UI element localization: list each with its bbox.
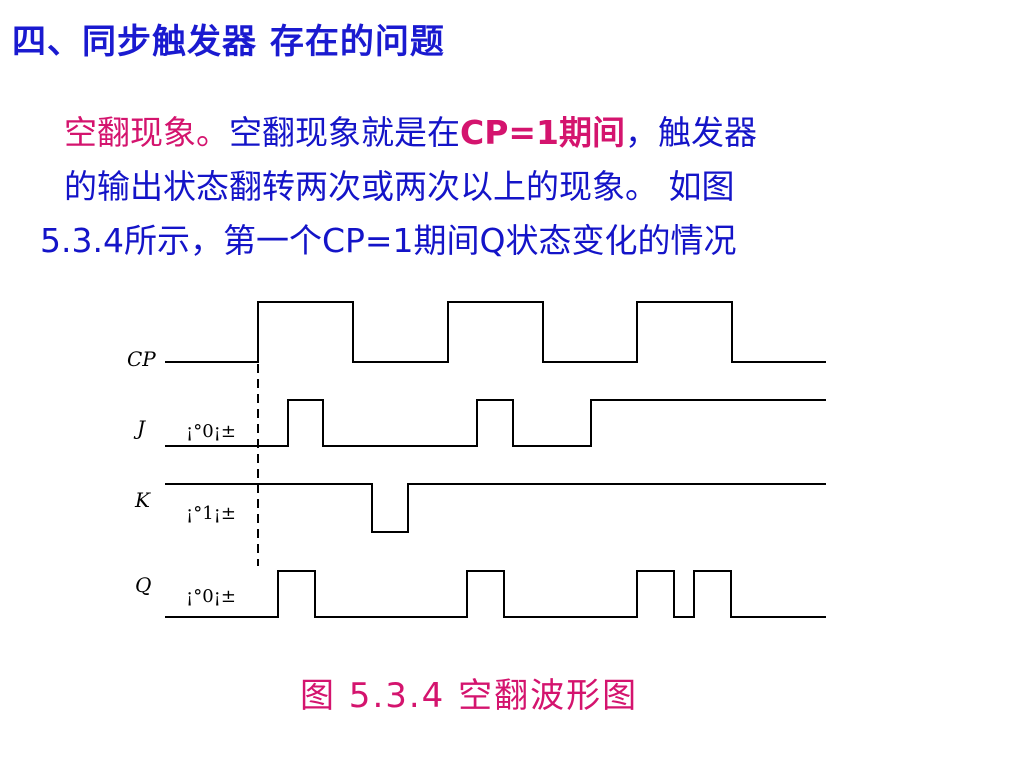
definition-text: 空翻现象就是在 <box>229 113 460 152</box>
signal-label-j: J <box>133 416 146 440</box>
cp-waveform <box>165 301 826 363</box>
paragraph-line-1: 空翻现象。空翻现象就是在CP=1期间，触发器 <box>40 106 1000 160</box>
paragraph-line-3: 5.3.4所示，第一个CP=1期间Q状态变化的情况 <box>40 221 737 260</box>
term-highlight: 空翻现象 <box>64 113 196 152</box>
signal-label-k: K <box>134 488 151 512</box>
cp-period-highlight: CP=1期间 <box>460 113 626 152</box>
term-punctuation: 。 <box>196 113 229 152</box>
definition-rest: ，触发器 <box>625 113 758 152</box>
j-waveform <box>165 399 826 447</box>
q-waveform <box>165 570 826 618</box>
initial-value-q: ¡°0¡± <box>186 586 236 607</box>
figure-caption: 图 5.3.4 空翻波形图 <box>300 676 639 716</box>
signal-label-cp: CP <box>127 347 156 371</box>
slide-heading: 四、同步触发器 存在的问题 <box>12 22 445 62</box>
description-paragraph: 空翻现象。空翻现象就是在CP=1期间，触发器 的输出状态翻转两次或两次以上的现象… <box>40 106 1000 268</box>
signal-label-q: Q <box>135 573 151 597</box>
initial-value-k: ¡°1¡± <box>186 503 236 524</box>
paragraph-line-2: 的输出状态翻转两次或两次以上的现象。 如图 <box>64 167 735 206</box>
k-waveform <box>165 483 826 533</box>
initial-value-j: ¡°0¡± <box>186 421 236 442</box>
